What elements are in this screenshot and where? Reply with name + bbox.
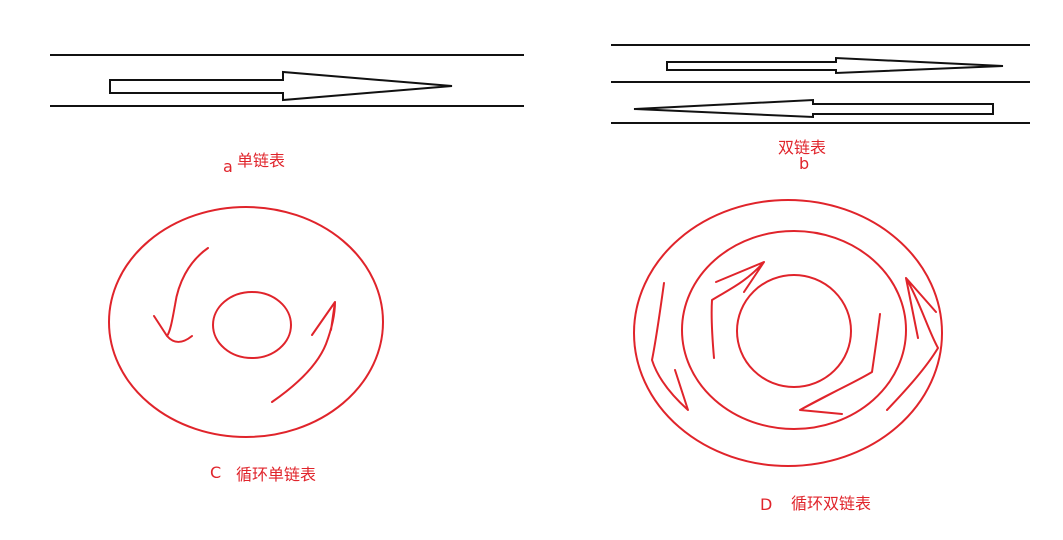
doubly-linked-list-diagram [611,44,1030,124]
label-d-title: 循环双链表 [791,494,872,513]
forward-arrow-icon [109,70,453,102]
label-d-letter: D [760,495,773,514]
label-a-letter: a [223,157,233,176]
arrow-left-down-icon [651,282,689,411]
outer-ring [108,206,384,438]
label-c-title: 循环单链表 [236,465,317,484]
label-a-title: 单链表 [237,151,286,170]
forward-arrow-icon [666,56,1004,75]
arrow-bottom-icon [799,313,881,415]
curved-arrow-right-icon [271,301,336,403]
singly-linked-list-diagram [50,54,524,107]
arrow-right-up-icon [886,277,939,411]
inner-ring [212,291,292,359]
backward-arrow-icon [633,98,994,119]
middle-ring [681,230,907,430]
label-c-letter: C [210,463,222,482]
outer-ring [633,199,943,467]
arrow-upper-left-icon [710,261,765,359]
circular-singly-linked-list-diagram [108,206,384,438]
circular-doubly-linked-list-diagram [633,199,943,467]
label-b-letter: b [799,154,810,173]
curved-arrow-left-icon [153,247,209,343]
label-b-title: 双链表 [778,138,827,157]
inner-ring [736,274,852,388]
